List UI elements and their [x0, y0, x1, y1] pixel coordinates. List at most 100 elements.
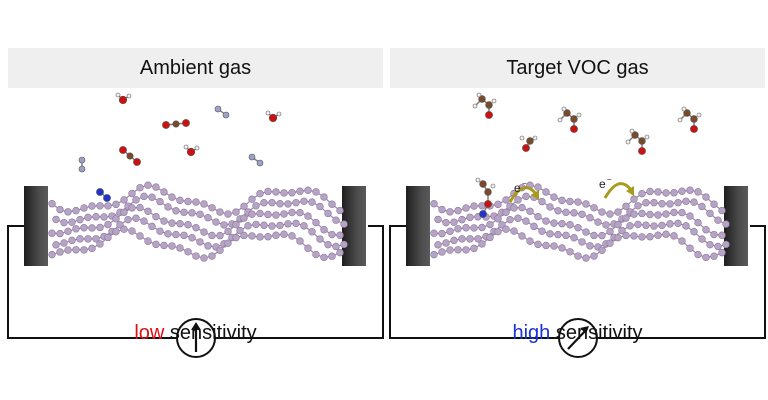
hydrogen-atom [681, 106, 687, 112]
phosphorus-atom [304, 244, 312, 252]
phosphorus-atom [192, 198, 200, 206]
phosphorus-atom [268, 198, 276, 207]
phosphorus-atom [466, 213, 474, 222]
phosphorus-atom [236, 226, 244, 235]
meter-needle-tip [191, 322, 201, 330]
phosphorus-atom [220, 221, 228, 229]
phosphorus-atom [606, 210, 614, 218]
oxygen-atom [690, 125, 698, 133]
phosphorus-atom [160, 217, 168, 225]
sensitivity-word: sensitivity [550, 322, 643, 344]
phosphorus-atom [180, 231, 188, 240]
phosphorus-atom [176, 196, 184, 205]
phosphorus-atom [320, 253, 328, 262]
phosphorus-atom [638, 209, 646, 218]
phosphorus-atom [654, 188, 662, 196]
gas-molecules [78, 92, 282, 202]
phosphorus-atom [128, 204, 136, 212]
phosphorus-atom [340, 240, 348, 249]
phosphorus-atom [574, 252, 582, 260]
phosphorus-atom [100, 213, 108, 221]
phosphorus-atom [454, 225, 462, 233]
phosphorus-atom [542, 241, 550, 250]
oxygen-atom [118, 95, 128, 105]
phosphorus-atom [64, 246, 72, 254]
hydrogen-atom [629, 128, 635, 134]
hydrogen-atom [265, 110, 271, 116]
phosphorus-atom [630, 210, 638, 218]
phosphorus-atom [510, 204, 518, 212]
phosphorus-atom [260, 221, 268, 229]
phosphorus-atom [606, 227, 614, 236]
phosphorus-atom [706, 209, 714, 218]
meter-needle-tip [580, 326, 589, 334]
meter-gauge [558, 318, 598, 358]
carbon-atom [683, 109, 691, 117]
carbon-atom [172, 120, 180, 128]
phosphorus-atom [454, 246, 462, 254]
phosphorus-atom [554, 230, 562, 239]
phosphorus-atom [578, 210, 586, 218]
phosphorus-atom [120, 208, 128, 216]
phosphorus-atom [132, 196, 140, 204]
sensitivity-word: sensitivity [164, 322, 257, 344]
phosphorus-atom [64, 208, 72, 216]
hydrogen-atom [576, 112, 582, 118]
phosphorus-atom [296, 237, 304, 245]
phosphorus-atom [264, 233, 272, 241]
phosphorus-atom [76, 235, 84, 243]
phosphorus-atom [104, 220, 112, 229]
phosphorus-atom [694, 250, 702, 259]
phosphorus-atom [252, 202, 260, 210]
phosphorus-atom [682, 197, 690, 205]
phosphorus-atom [112, 200, 120, 209]
phosphorus-atom [168, 193, 176, 201]
phosphorus-atom [276, 221, 284, 230]
phosphorus-atom [438, 205, 446, 214]
hydrogen-atom [532, 135, 538, 141]
phosphorus-atom [128, 189, 136, 198]
phosphorus-atom [710, 252, 718, 260]
phosphorus-atom [486, 220, 494, 229]
adsorbed-atom [103, 194, 111, 202]
phosphorus-atom [714, 242, 722, 251]
phosphorus-atom [304, 212, 312, 220]
carbon-atom [126, 152, 134, 160]
phosphorus-atom [550, 193, 558, 201]
phosphorus-atom [698, 235, 706, 243]
phosphorus-atom [446, 227, 454, 236]
phosphorus-atom [276, 200, 284, 208]
phosphorus-atom [80, 204, 88, 212]
phosphorus-atom [722, 240, 730, 249]
oxygen-atom [268, 113, 278, 123]
phosphorus-atom [204, 242, 212, 250]
phosphorus-atom [458, 215, 466, 224]
phosphorus-atom [642, 199, 650, 207]
phosphorus-atom [634, 220, 642, 229]
phosphorus-atom [152, 212, 160, 221]
phosphorus-atom [324, 209, 332, 218]
phosphorus-atom [132, 214, 140, 222]
phosphorus-atom [590, 252, 598, 260]
phosphorus-atom [180, 208, 188, 217]
adsorbed-atom [96, 188, 104, 196]
meter-needle [567, 328, 588, 350]
phosphorus-atom [300, 197, 308, 205]
phosphorus-atom [312, 218, 320, 227]
phosphorus-atom [582, 228, 590, 236]
phosphorus-atom [430, 200, 438, 208]
phosphorus-atom [92, 213, 100, 221]
carbon-atom [526, 137, 534, 145]
phosphorus-atom [430, 250, 438, 259]
electron-transfer: e−e− [508, 175, 634, 203]
phosphorus-atom [336, 206, 344, 215]
phosphorus-atom [284, 200, 292, 208]
phosphorus-atom [534, 240, 542, 249]
oxygen-atom [186, 147, 196, 157]
phosphorus-atom [208, 252, 216, 260]
nitrogen-atom [78, 156, 86, 164]
phosphorus-atom [96, 240, 104, 248]
phosphorus-atom [56, 229, 64, 238]
phosphorus-atom [470, 202, 478, 210]
phosphorus-atom [694, 188, 702, 196]
